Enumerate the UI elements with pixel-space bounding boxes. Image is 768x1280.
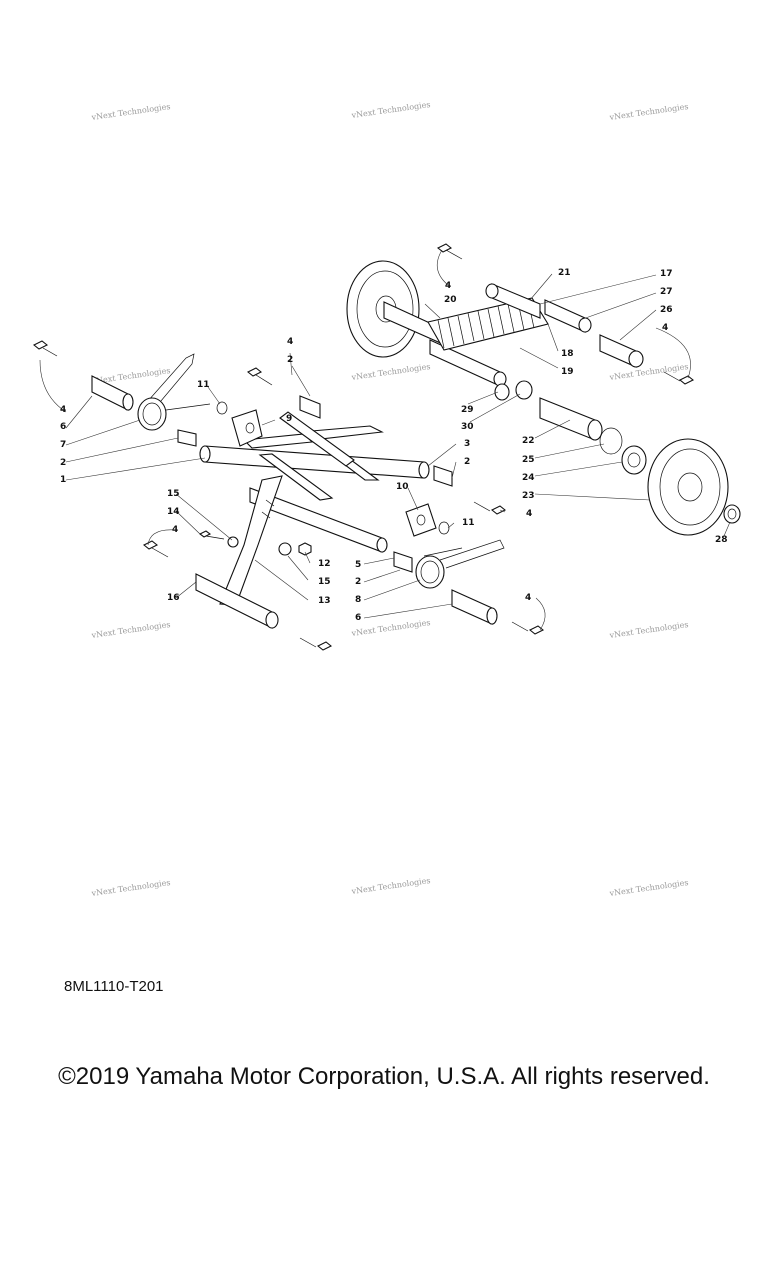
callout-6: 6 — [60, 422, 66, 432]
callout-2: 2 — [287, 355, 293, 365]
shock-assembly — [346, 243, 741, 536]
watermark: vNext Technologies — [350, 618, 431, 638]
callouts: 4 6 7 2 1 11 4 2 9 3 2 10 4 11 15 14 4 1… — [60, 268, 728, 623]
watermark: vNext Technologies — [350, 362, 431, 382]
callout-27: 27 — [660, 287, 673, 297]
callout-17: 17 — [660, 269, 673, 279]
callout-2: 2 — [464, 457, 470, 467]
watermark: vNext Technologies — [350, 100, 431, 120]
callout-23: 23 — [522, 491, 535, 501]
callout-2: 2 — [60, 458, 66, 468]
callout-4: 4 — [525, 593, 531, 603]
callout-4: 4 — [526, 509, 532, 519]
callout-28: 28 — [715, 535, 728, 545]
callout-4: 4 — [172, 525, 178, 535]
callout-26: 26 — [660, 305, 673, 315]
right-parts — [393, 465, 545, 635]
callout-18: 18 — [561, 349, 574, 359]
watermark: vNext Technologies — [90, 102, 171, 122]
callout-15: 15 — [318, 577, 331, 587]
callout-3: 3 — [464, 439, 470, 449]
callout-15: 15 — [167, 489, 180, 499]
callout-11: 11 — [462, 518, 475, 528]
leader-lines — [39, 249, 731, 631]
callout-4: 4 — [60, 405, 66, 415]
callout-1: 1 — [60, 475, 66, 485]
callout-7: 7 — [60, 440, 66, 450]
callout-29: 29 — [461, 405, 474, 415]
callout-2: 2 — [355, 577, 361, 587]
watermark: vNext Technologies — [350, 876, 431, 896]
callout-4: 4 — [445, 281, 451, 291]
callout-10: 10 — [396, 482, 409, 492]
copyright-notice: ©2019 Yamaha Motor Corporation, U.S.A. A… — [58, 1063, 710, 1090]
watermark: vNext Technologies — [608, 620, 689, 640]
callout-22: 22 — [522, 436, 535, 446]
callout-25: 25 — [522, 455, 535, 465]
callout-20: 20 — [444, 295, 457, 305]
callout-12: 12 — [318, 559, 331, 569]
callout-19: 19 — [561, 367, 574, 377]
watermark: vNext Technologies — [608, 878, 689, 898]
callout-24: 24 — [522, 473, 535, 483]
watermark: vNext Technologies — [90, 878, 171, 898]
callout-16: 16 — [167, 593, 180, 603]
callout-30: 30 — [461, 422, 474, 432]
callout-13: 13 — [318, 596, 331, 606]
watermarks: vNext Technologies vNext Technologies vN… — [90, 100, 689, 898]
callout-6: 6 — [355, 613, 361, 623]
watermark: vNext Technologies — [608, 102, 689, 122]
callout-4: 4 — [662, 323, 668, 333]
callout-5: 5 — [355, 560, 361, 570]
callout-14: 14 — [167, 507, 180, 517]
callout-21: 21 — [558, 268, 571, 278]
callout-4: 4 — [287, 337, 293, 347]
callout-8: 8 — [355, 595, 361, 605]
swing-arm-frame — [195, 411, 430, 629]
diagram-code: 8ML1110-T201 — [64, 978, 164, 995]
left-parts — [32, 340, 333, 651]
watermark: vNext Technologies — [90, 620, 171, 640]
callout-9: 9 — [286, 414, 292, 424]
callout-11: 11 — [197, 380, 210, 390]
